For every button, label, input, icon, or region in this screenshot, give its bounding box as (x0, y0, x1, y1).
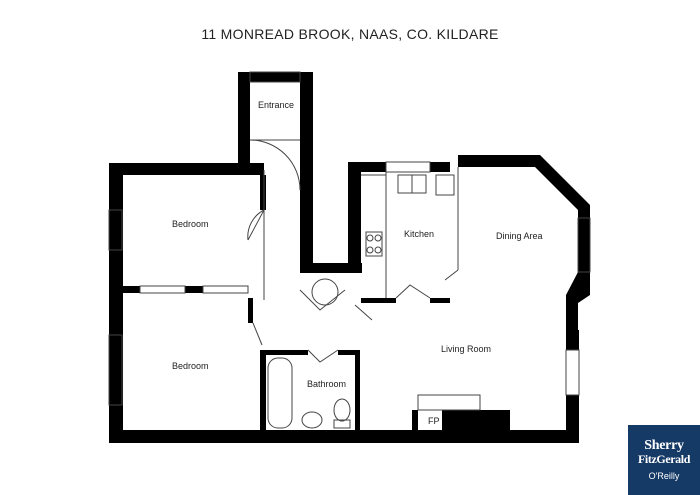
wall-bath-top2 (338, 350, 360, 355)
door-kitchen (395, 284, 431, 299)
wall-entrance-top (238, 72, 313, 82)
label-kitchen: Kitchen (404, 229, 434, 239)
wall-entrance-right (300, 72, 313, 272)
walls (109, 72, 590, 443)
wall-bedroom-right2 (260, 175, 266, 210)
labels: Entrance Bedroom Bedroom Kitchen Dining … (172, 100, 543, 426)
wall-bedroom-divider-3 (185, 286, 203, 293)
wall-bath-left (260, 350, 266, 435)
wall-right-notch (566, 272, 590, 330)
label-entrance: Entrance (258, 100, 294, 110)
sink-bath (301, 411, 323, 429)
logo-line3: O'Reilly (648, 471, 680, 481)
wall-bedroom-divider-2 (122, 286, 140, 293)
label-living: Living Room (441, 344, 491, 354)
door-entrance (249, 139, 301, 191)
wall-top-bedroom (109, 163, 264, 175)
window-right-lower (565, 349, 580, 396)
wall-kitchen-bottom2 (430, 298, 450, 303)
logo-line1: Sherry (644, 438, 684, 453)
wall-kitchen-top (348, 162, 386, 172)
wall-right-mid (566, 330, 579, 350)
window-left-upper (108, 209, 123, 251)
window-bedroom-mid2 (202, 285, 249, 294)
door-bath (307, 349, 339, 363)
wall-bedroom-divider (109, 268, 122, 293)
label-bedroom-top: Bedroom (172, 219, 209, 229)
wall-kitchen-left (348, 162, 361, 272)
wall-fp (442, 410, 510, 432)
door-bedroom-top (247, 209, 265, 241)
door-dining (444, 269, 459, 281)
wall-entrance-left (238, 72, 250, 172)
wall-kitchen-top2 (430, 162, 450, 172)
logo-line2: FitzGerald (638, 452, 690, 466)
wall-right-lower (566, 395, 579, 443)
wall-kitchen-bottom (361, 298, 396, 303)
wall-bath-top (260, 350, 308, 355)
label-bathroom: Bathroom (307, 379, 346, 389)
label-fireplace: FP (428, 416, 440, 426)
window-right-upper (577, 217, 591, 273)
wall-dining-top (446, 155, 590, 218)
window-kitchen-top (385, 161, 431, 173)
wall-fp-post (412, 410, 418, 432)
wall-bath-right (355, 350, 360, 435)
door-bedroom-bottom (252, 322, 263, 346)
toilet (333, 398, 351, 422)
label-bedroom-bottom: Bedroom (172, 361, 209, 371)
window-bedroom-mid (139, 285, 186, 294)
label-dining: Dining Area (496, 231, 543, 241)
window-entrance (249, 71, 301, 83)
kitchen-hob (365, 231, 383, 257)
bath-tub (267, 357, 293, 429)
hearth (417, 394, 481, 411)
hot-press (311, 278, 339, 306)
wall-left (109, 163, 123, 443)
thin-lines (108, 71, 591, 429)
wall-bedroom-right (248, 298, 253, 323)
window-left-lower (108, 334, 123, 406)
page-title: 11 MONREAD BROOK, NAAS, CO. KILDARE (201, 26, 499, 42)
door-living (354, 304, 373, 321)
wall-bottom (109, 430, 579, 443)
wall-right-upper (578, 210, 590, 272)
brand-logo: Sherry FitzGerald O'Reilly (628, 425, 700, 495)
wall-corridor-bottom (300, 263, 362, 273)
